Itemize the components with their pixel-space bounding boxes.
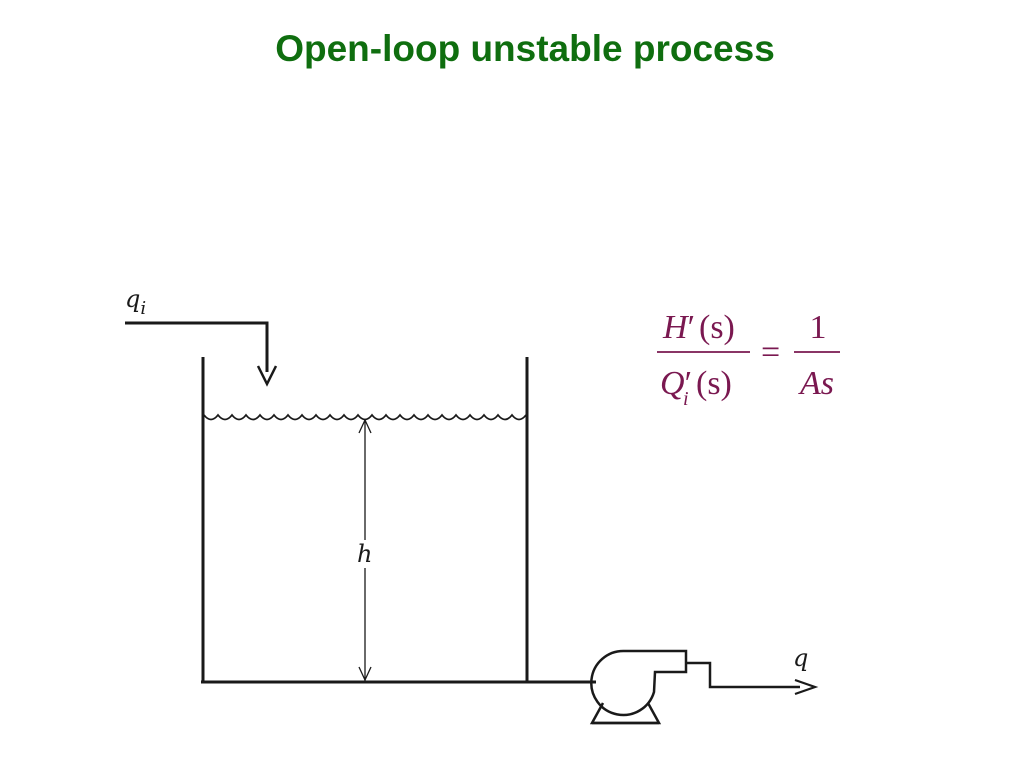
transfer-function: H′(s) Q′(s) i = 1 As xyxy=(657,309,840,410)
tank xyxy=(201,357,596,684)
inflow-pipe xyxy=(125,321,278,387)
level-label: h xyxy=(357,540,372,568)
outflow-label: q xyxy=(793,644,808,672)
outflow-arrow xyxy=(794,678,819,696)
pump-icon xyxy=(589,649,800,725)
equation-rhs-numerator: 1 xyxy=(810,309,827,346)
equation-lhs-numerator: H′(s) xyxy=(662,309,735,346)
inflow-label: qi xyxy=(125,285,146,319)
equation-rhs-denominator: As xyxy=(798,365,834,402)
equation-equals: = xyxy=(761,334,780,371)
level-indicator xyxy=(358,418,372,682)
slide-title: Open-loop unstable process xyxy=(275,28,775,69)
equation-lhs-denominator: Q′(s) xyxy=(660,365,732,402)
equation-lhs-subscript: i xyxy=(683,388,689,410)
